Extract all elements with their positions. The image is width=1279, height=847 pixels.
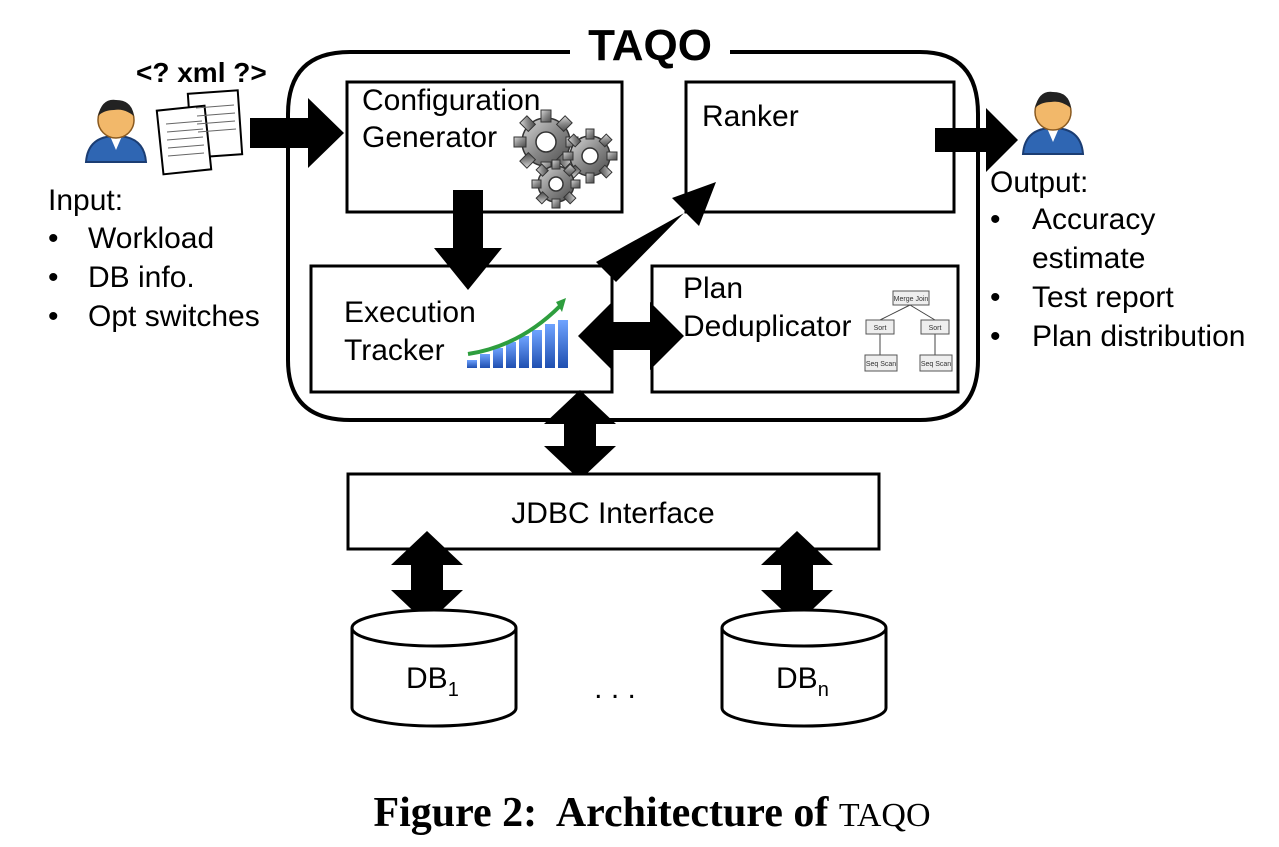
output-arrow <box>935 108 1018 172</box>
svg-text:•: • <box>48 261 59 294</box>
output-item-test-report: Test report <box>1032 281 1174 314</box>
output-item-plan-distribution: Plan distribution <box>1032 320 1245 353</box>
caption-name: TAQO <box>839 797 931 834</box>
figure-caption: Figure 2: Architecture of TAQO <box>373 790 930 836</box>
config-generator-label-1: Configuration <box>362 84 540 117</box>
ranker-box <box>684 80 956 214</box>
svg-text:•: • <box>990 320 1001 353</box>
gears-icon <box>513 109 618 209</box>
output-heading: Output: <box>990 166 1088 199</box>
database-1: DB1 <box>350 608 518 728</box>
plan-node-root: Merge Join <box>894 296 929 303</box>
caption-prefix: Figure 2: Architecture of <box>373 790 838 836</box>
arrow-tracker-dedup <box>578 302 684 370</box>
plan-node-scan-left: Seq Scan <box>866 361 896 368</box>
input-user-icon <box>84 99 148 163</box>
db1-label: DB <box>406 662 448 695</box>
taqo-title: TAQO <box>588 21 712 70</box>
taqo-container <box>286 50 980 422</box>
plan-node-sort-right: Sort <box>929 325 942 332</box>
dbn-label: DB <box>776 662 818 695</box>
arrow-jdbc-db1 <box>391 531 463 624</box>
input-arrow <box>250 98 344 168</box>
dbn-subscript: n <box>818 679 829 701</box>
svg-text:•: • <box>48 300 59 333</box>
input-item-opt-switches: Opt switches <box>88 300 260 333</box>
arrow-jdbc-dbn <box>761 531 833 624</box>
xml-file-label: <? xml ?> <box>136 57 267 88</box>
arrow-config-to-tracker <box>434 190 502 290</box>
plan-node-sort-left: Sort <box>874 325 887 332</box>
ranker-label: Ranker <box>702 100 799 133</box>
growth-chart-icon <box>467 298 568 368</box>
db1-subscript: 1 <box>448 679 459 701</box>
output-list: • Accuracy estimate • Test report • Plan… <box>990 203 1245 353</box>
svg-text:DBn: DBn <box>776 662 829 701</box>
output-item-accuracy: Accuracy <box>1032 203 1155 236</box>
output-user-icon <box>1021 91 1085 155</box>
plan-dedup-label-1: Plan <box>683 272 743 305</box>
execution-tracker-label-2: Tracker <box>344 334 445 367</box>
output-item-estimate: estimate <box>1032 242 1145 275</box>
config-generator-label-2: Generator <box>362 121 497 154</box>
database-n: DBn <box>720 608 888 728</box>
svg-text:•: • <box>990 203 1001 236</box>
jdbc-interface-label: JDBC Interface <box>511 497 714 530</box>
execution-tracker-label-1: Execution <box>344 296 476 329</box>
svg-text:DB1: DB1 <box>406 662 459 701</box>
arrow-tracker-to-ranker <box>596 182 716 282</box>
svg-text:•: • <box>990 281 1001 314</box>
plan-tree-icon: Merge Join Sort Sort Seq Scan Seq Scan <box>864 290 953 372</box>
plan-dedup-box <box>650 264 960 394</box>
input-item-db-info: DB info. <box>88 261 195 294</box>
plan-dedup-label-2: Deduplicator <box>683 310 851 343</box>
jdbc-interface-box <box>346 472 881 551</box>
db-ellipsis: . . . <box>594 672 636 705</box>
document-icon <box>155 89 244 176</box>
input-item-workload: Workload <box>88 222 214 255</box>
svg-text:•: • <box>48 222 59 255</box>
input-list: • Workload • DB info. • Opt switches <box>48 222 260 333</box>
input-heading: Input: <box>48 184 123 217</box>
plan-node-scan-right: Seq Scan <box>921 361 951 368</box>
arrow-taqo-jdbc <box>544 390 616 480</box>
